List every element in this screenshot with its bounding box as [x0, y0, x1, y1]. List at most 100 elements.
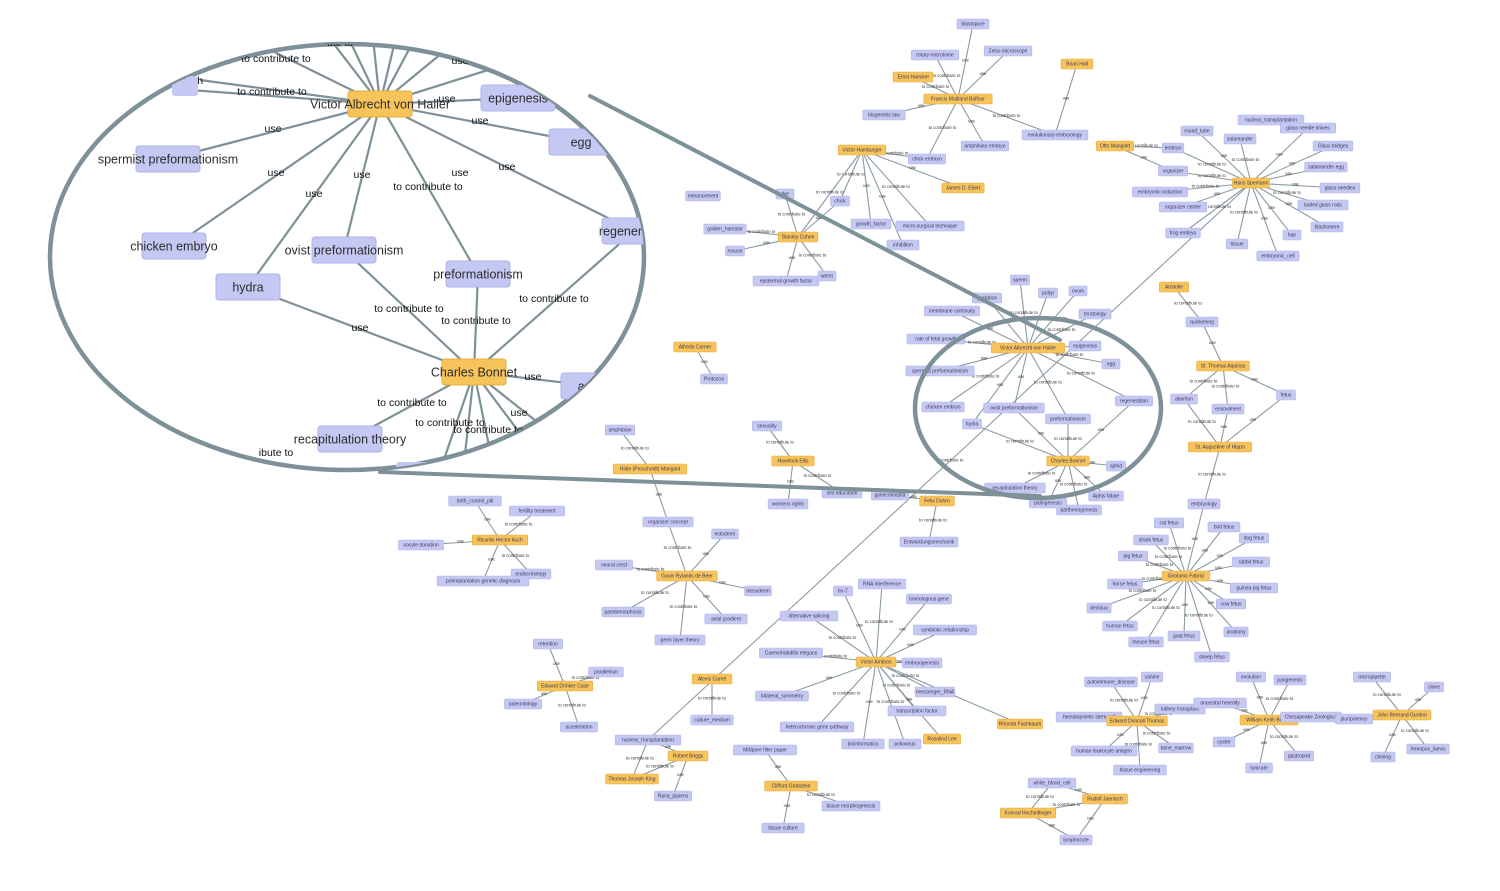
node-embryology[interactable]: embryology	[1187, 498, 1221, 510]
node-goat-fetus[interactable]: goat fetus	[1167, 630, 1201, 642]
node-blastopore[interactable]: blastopore	[956, 18, 990, 30]
node-homologous-gene[interactable]: homologous gene	[906, 593, 952, 605]
node-tissue-engineering[interactable]: tissue engineering	[1113, 764, 1167, 776]
node-evolutionary-embryology[interactable]: evolutionary embryology	[1021, 129, 1089, 141]
node-tunicate[interactable]: tunicate	[1245, 762, 1273, 774]
node-rhonda-fashbaum[interactable]: Rhonda Fashbaum	[997, 718, 1043, 730]
node-micropipette[interactable]: micropipette	[1353, 671, 1391, 683]
node-rna-interference[interactable]: RNA interference	[857, 578, 907, 590]
node-organizer-center[interactable]: organizer center	[1158, 201, 1208, 213]
node-sheep-fetus[interactable]: sheep fetus	[1194, 651, 1230, 663]
node-hans-spemann[interactable]: Hans Spemann	[1232, 177, 1270, 189]
node-tissue[interactable]: tissue	[1225, 238, 1249, 250]
node-germ-layer-theory[interactable]: germ layer theory	[654, 634, 706, 646]
node-blastomere[interactable]: blastomere	[1310, 221, 1344, 233]
node-nuclear-transplantation[interactable]: nuclear_transplantation	[614, 734, 682, 746]
node-clifford-grobstein[interactable]: Clifford Grobstein	[764, 780, 818, 792]
node-bone-marrow[interactable]: bone_marrow	[1158, 742, 1194, 754]
node-thomas-joseph-king[interactable]: Thomas Joseph King	[605, 773, 659, 785]
node-otto-mangold[interactable]: Otto Mangold	[1096, 140, 1134, 152]
node-paleontology[interactable]: paleontology	[504, 698, 542, 710]
node-mouse[interactable]: mouse	[725, 245, 745, 257]
node-chesapeake-zoological[interactable]: Chesapeake Zoological	[1280, 711, 1342, 723]
node-embryonic-cell[interactable]: embryonic_cell	[1256, 250, 1300, 262]
node-golden-hamster[interactable]: golden_hamster	[703, 223, 747, 235]
node-xenopus-laevis[interactable]: Xenopus_laevis	[1406, 743, 1450, 755]
node-ancestral-heredity[interactable]: ancestral heredity	[1193, 697, 1247, 709]
node-stanley-cohen[interactable]: Stanley Cohen	[777, 231, 819, 243]
node-spermist-preformationism[interactable]: spermist preformationism	[905, 365, 975, 377]
zoom-node-ovist-preformationism[interactable]: ovist preformationism	[285, 236, 404, 264]
node-heterochronic-gene-pathway[interactable]: heterochronic gene pathway	[779, 721, 855, 733]
node-white-blood-cell[interactable]: white_blood_cell	[1027, 777, 1077, 789]
node-ernst-haeckel[interactable]: Ernst Haeckel	[892, 71, 934, 83]
node-membrane-continuity[interactable]: membrane continuity	[923, 305, 980, 317]
node-pig-fetus[interactable]: pig fetus	[1118, 550, 1149, 562]
node-embryo[interactable]: embryo	[1161, 142, 1185, 154]
node-glass-bridges[interactable]: Glass bridges	[1312, 140, 1354, 152]
node-millipore-filter-paper[interactable]: Millipore filter paper	[733, 744, 797, 756]
node-ricardo-hector-asch[interactable]: Ricardo Hector Asch	[471, 534, 528, 546]
node-ectoderm[interactable]: ectoderm	[711, 528, 739, 540]
node-parthenogenesis[interactable]: parthenogenesis	[1056, 504, 1102, 516]
node-zeiss-microscope[interactable]: Zeiss microscope	[983, 45, 1033, 57]
node-retention[interactable]: retention	[532, 638, 563, 650]
node-glass-needle-knives[interactable]: glass needle knives	[1280, 122, 1337, 134]
node-chicken-embryo[interactable]: chicken embryo	[921, 401, 965, 413]
node-victor-ambros[interactable]: Victor Ambros	[855, 656, 897, 668]
zoom-node-preformationism[interactable]: preformationism	[433, 260, 523, 288]
node-epidermal-growth-factor[interactable]: epidermal growth factor	[752, 275, 820, 287]
node-mouse-fetus[interactable]: mouse fetus	[1128, 636, 1164, 648]
node-womens-rights[interactable]: womens rights	[767, 498, 809, 510]
node-amphibian-embryo[interactable]: amphibian embryo	[960, 140, 1010, 152]
node-konrad-hochedlinger[interactable]: Konrad Hochedlinger	[999, 807, 1056, 819]
node-pangenesis[interactable]: pangenesis	[1273, 674, 1307, 686]
node-gavin-rylands-de-beer[interactable]: Gavin Rylands de Beer	[656, 570, 718, 582]
zoom-node-recapitulation-theory[interactable]: recapitulation theory	[294, 425, 407, 453]
node-organizer[interactable]: organizer	[1158, 165, 1189, 177]
node-nuclear-transplantation[interactable]: nuclear_transplantation	[1237, 114, 1305, 126]
node-salamander[interactable]: salamander	[1223, 133, 1257, 145]
node-organizer-concept[interactable]: organizer concept	[642, 516, 694, 528]
node-cat-fetus[interactable]: cat fetus	[1154, 517, 1185, 529]
node-oocyte-donation[interactable]: oocyte donation	[398, 539, 444, 551]
node-neural-crest[interactable]: neural crest	[595, 559, 633, 571]
node-john-bertrand-gurdon[interactable]: John Bertrand Gurdon	[1372, 709, 1432, 721]
node-regeneration[interactable]: regeneration	[1115, 395, 1153, 407]
node-victor-hamburger[interactable]: Victor Hamburger	[837, 144, 887, 156]
node-alternative-splicing[interactable]: alternative splicing	[779, 610, 839, 622]
node-rudolf-jaenisch[interactable]: Rudolf Jaenisch	[1082, 793, 1128, 805]
zoom-node-charles-bonnet[interactable]: Charles Bonnet	[431, 358, 518, 386]
node-fetus[interactable]: fetus	[1276, 389, 1296, 401]
node-preimplantation-genetic-diagnosis[interactable]: preimplantation genetic diagnosis	[436, 575, 530, 587]
node-fertility-treatment[interactable]: fertility treatment	[508, 505, 565, 517]
node-canine[interactable]: canine	[1140, 671, 1164, 683]
node-rosalind-lee[interactable]: Rosalind Lee	[923, 733, 961, 745]
zoom-node-egg[interactable]: egg	[548, 128, 614, 156]
node-edward-drinker-cope[interactable]: Edward Drinker Cope	[536, 680, 593, 692]
node-alexis-carrel[interactable]: Alexis Carrel	[691, 673, 733, 685]
node-gastropod[interactable]: gastropod	[1284, 750, 1315, 762]
node-chick-embryo[interactable]: chick embryo	[908, 153, 946, 165]
node-alfredo-corner[interactable]: Alfredo Corner	[673, 341, 717, 353]
node-paedomorphosis[interactable]: paedomorphosis	[601, 606, 645, 618]
node-parallelism[interactable]: parallelism	[588, 666, 624, 678]
node-tissue-morphogenesis[interactable]: tissue morphogenesis	[821, 800, 881, 812]
node-quickening[interactable]: quickening	[1185, 316, 1219, 328]
node-inhibition[interactable]: inhibition	[886, 239, 920, 251]
node-epigenesis[interactable]: epigenesis	[1068, 340, 1102, 352]
node-decidua[interactable]: decidua	[1086, 602, 1112, 614]
zoom-node-victor-albrecht-von-haller[interactable]: Victor Albrecht von Haller	[310, 90, 450, 118]
node-teratology[interactable]: teratology	[1078, 308, 1112, 320]
node-sperm[interactable]: sperm	[1010, 274, 1030, 286]
node-axial-gradient[interactable]: axial gradient	[704, 613, 748, 625]
node-francis-maitland-balfour[interactable]: Francis Maitland Balfour	[923, 93, 993, 105]
node-rabbit-fetus[interactable]: rabbit fetus	[1232, 556, 1270, 568]
node-caenorhabditis-elegans[interactable]: Caenorhabditis elegans	[759, 647, 823, 659]
node-enhancement[interactable]: enhancement	[685, 190, 721, 202]
node-st-augustine-of-hippo[interactable]: St. Augustine of Hippo	[1188, 441, 1252, 453]
node-charles-bonnet[interactable]: Charles Bonnet	[1046, 455, 1090, 467]
node-embryonic-induction[interactable]: embryonic induction	[1132, 186, 1189, 198]
node-lin-7[interactable]: lin-7	[833, 585, 853, 597]
zoom-node-epigenesis[interactable]: epigenesis	[480, 84, 556, 112]
